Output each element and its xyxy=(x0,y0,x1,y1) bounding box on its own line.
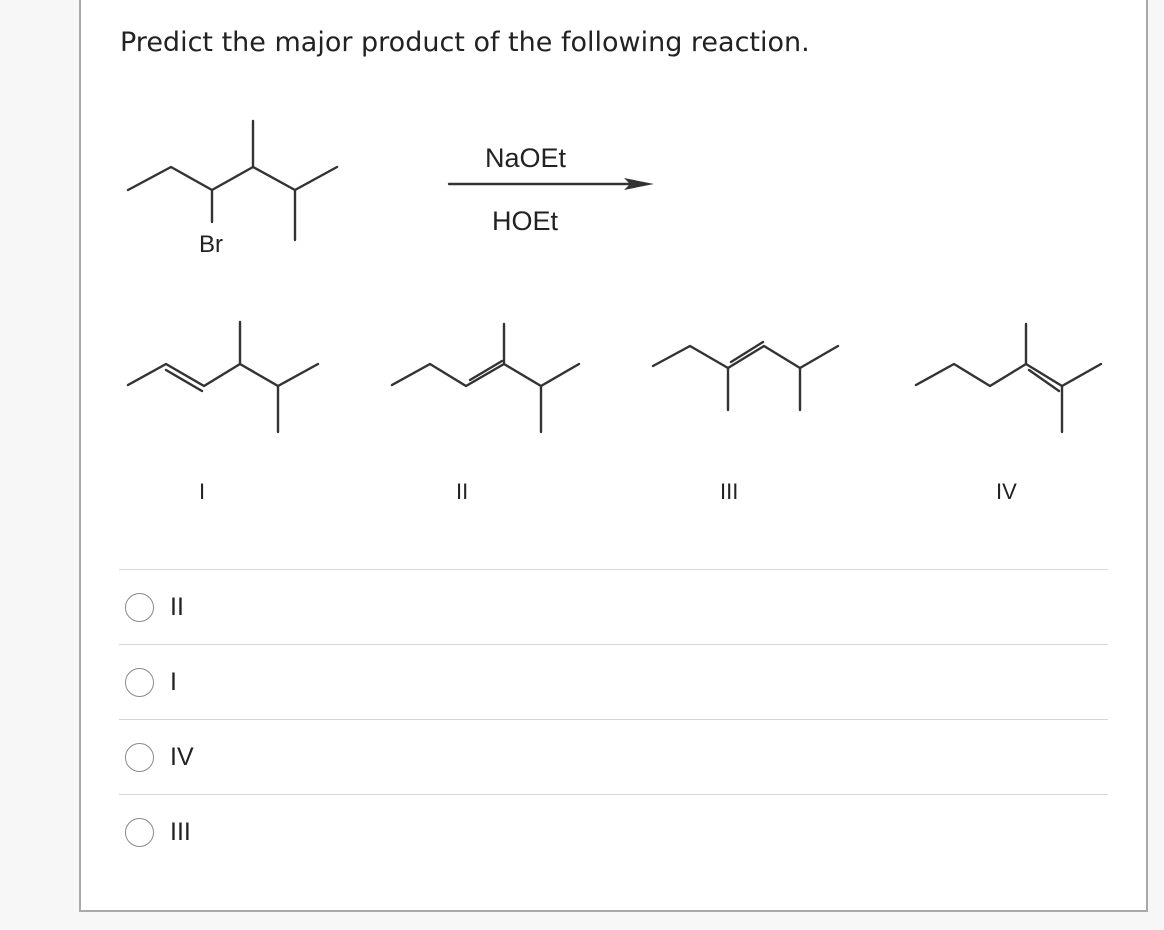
choice-label: III xyxy=(170,818,191,846)
reagent-above: NaOEt xyxy=(485,143,567,173)
choice-iv[interactable]: IV xyxy=(119,719,1108,794)
reaction-figure: Br NaOEt HOEt I II III IV xyxy=(126,119,1103,504)
radio-button[interactable] xyxy=(125,743,154,772)
answer-choices: II I IV III xyxy=(119,569,1108,869)
choice-label: II xyxy=(170,593,184,621)
bromine-label: Br xyxy=(199,231,223,258)
choice-label: IV xyxy=(170,743,194,771)
reaction-arrow: NaOEt HOEt xyxy=(447,143,654,236)
product-iv-label: IV xyxy=(996,479,1017,504)
choice-label: I xyxy=(170,668,177,696)
product-ii-label: II xyxy=(456,479,468,504)
radio-button[interactable] xyxy=(125,668,154,697)
product-ii-structure: II xyxy=(390,322,581,504)
question-prompt: Predict the major product of the followi… xyxy=(120,27,810,58)
choice-i[interactable]: I xyxy=(119,644,1108,719)
reactant-structure: Br xyxy=(126,119,339,258)
radio-button[interactable] xyxy=(125,818,154,847)
product-i-structure: I xyxy=(126,320,320,504)
product-iii-structure: III xyxy=(651,340,840,504)
reagent-below: HOEt xyxy=(492,206,559,236)
product-iii-label: III xyxy=(720,479,738,504)
question-card xyxy=(79,0,1148,912)
choice-iii[interactable]: III xyxy=(119,794,1108,869)
product-iv-structure: IV xyxy=(914,322,1103,504)
choice-ii[interactable]: II xyxy=(119,569,1108,644)
radio-button[interactable] xyxy=(125,593,154,622)
product-i-label: I xyxy=(199,479,205,504)
